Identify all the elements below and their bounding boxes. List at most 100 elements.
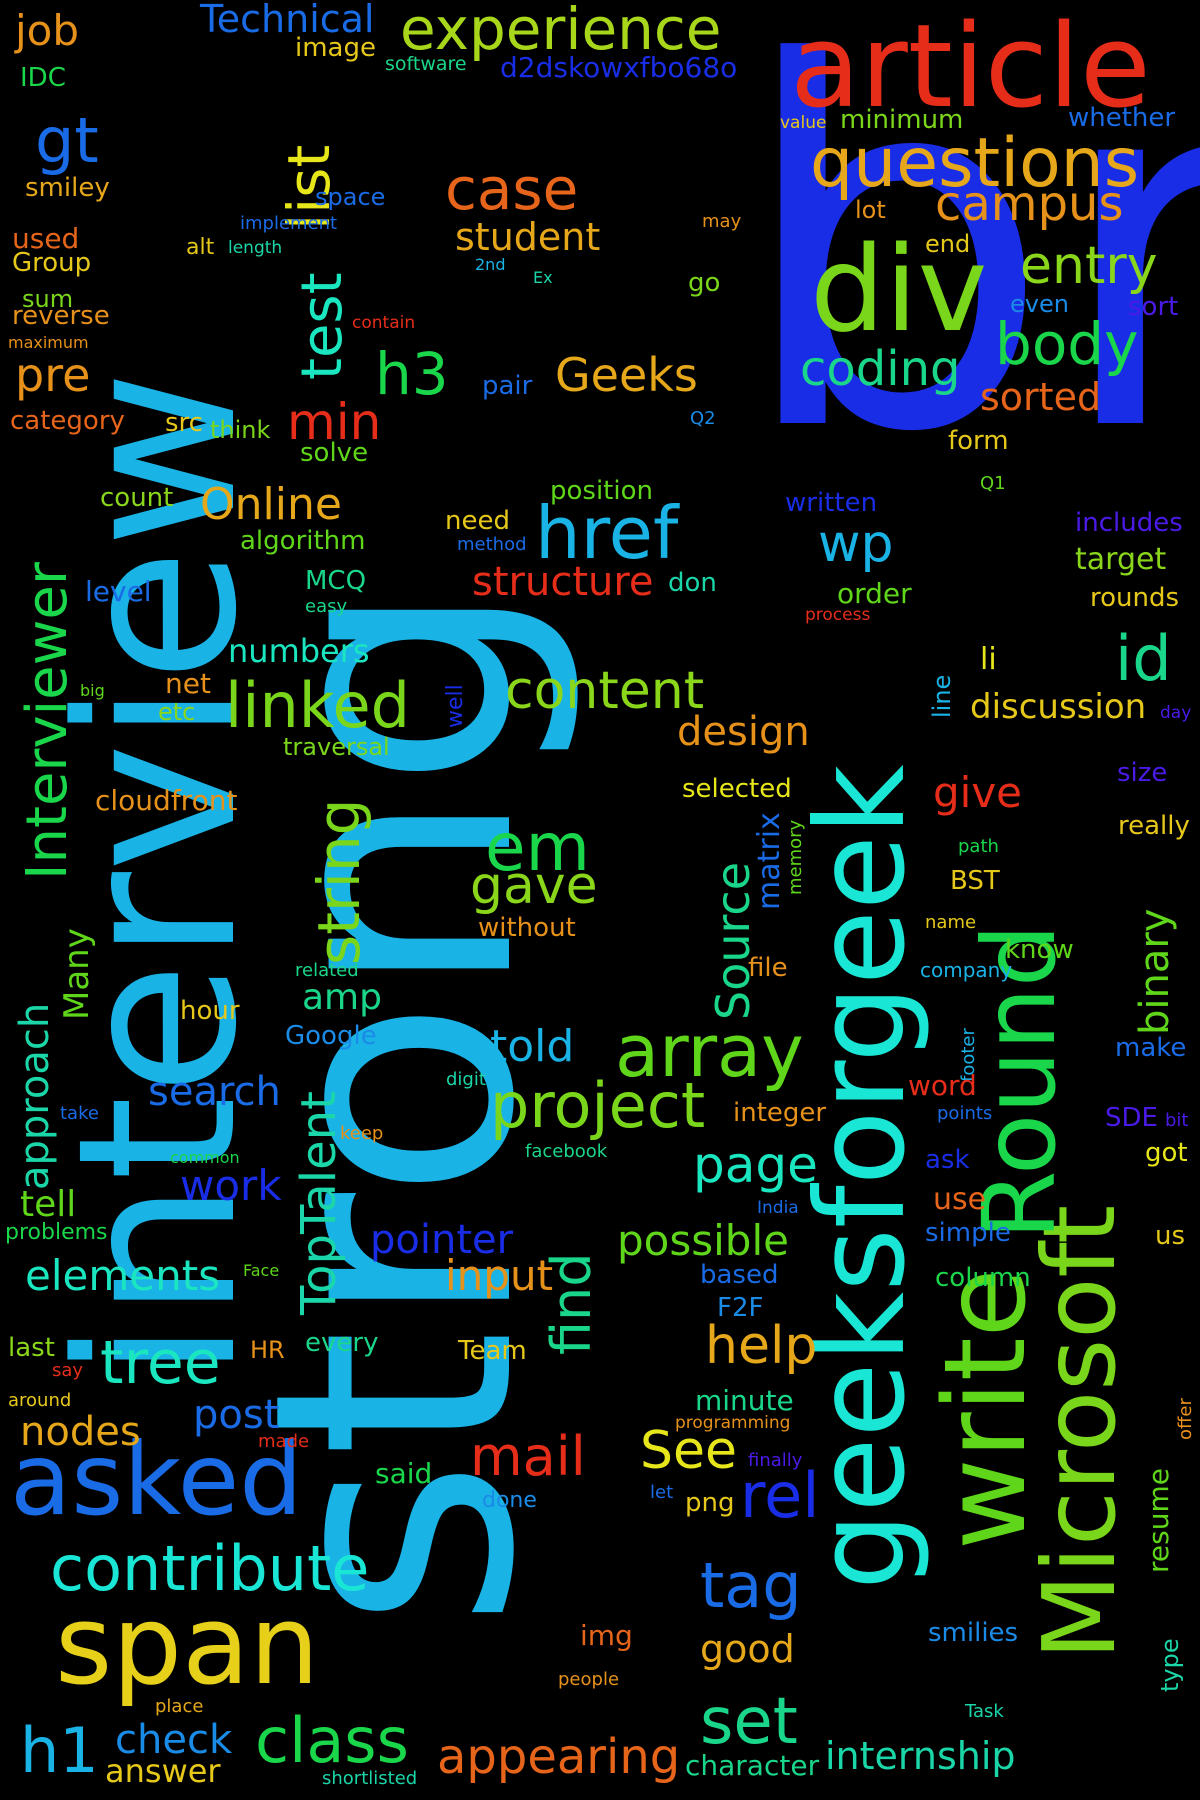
word-algorithm: algorithm bbox=[240, 526, 366, 556]
word-column: column bbox=[935, 1263, 1031, 1293]
word-check: check bbox=[115, 1717, 233, 1763]
word-br: br bbox=[735, 0, 1200, 541]
word-job: job bbox=[15, 6, 80, 55]
word-binary: binary bbox=[1132, 908, 1178, 1035]
word-post: post bbox=[193, 1392, 280, 1438]
word-cloudfront: cloudfront bbox=[95, 784, 238, 817]
word-pair: pair bbox=[482, 371, 533, 401]
word-integer: integer bbox=[733, 1098, 827, 1128]
word-implement: implement bbox=[240, 213, 338, 234]
word-online: Online bbox=[200, 479, 342, 530]
word-technical: Technical bbox=[200, 0, 375, 41]
word-tree: tree bbox=[100, 1328, 221, 1398]
word-place: place bbox=[155, 1696, 204, 1717]
word-need: need bbox=[445, 506, 510, 536]
word-pre: pre bbox=[15, 348, 91, 402]
word-work: work bbox=[180, 1161, 282, 1210]
word-really: really bbox=[1118, 811, 1190, 841]
word-size: size bbox=[1117, 758, 1168, 788]
word-done: done bbox=[482, 1488, 537, 1513]
word-geeks: Geeks bbox=[555, 348, 698, 402]
word-big: big bbox=[80, 681, 105, 700]
word-level: level bbox=[85, 575, 152, 608]
word-resume: resume bbox=[1142, 1468, 1175, 1573]
word-sum: sum bbox=[22, 285, 74, 313]
word-wp: wp bbox=[818, 514, 894, 574]
word-q1: Q1 bbox=[980, 473, 1006, 494]
word-src: src bbox=[165, 408, 203, 438]
word-structure: structure bbox=[472, 559, 654, 605]
word-facebook: facebook bbox=[525, 1141, 608, 1162]
word-digit: digit bbox=[446, 1069, 486, 1090]
word-matrix: matrix bbox=[752, 812, 787, 910]
word-day: day bbox=[1160, 703, 1192, 723]
word-take: take bbox=[60, 1103, 99, 1124]
word-file: file bbox=[748, 953, 788, 983]
word-maximum: maximum bbox=[8, 333, 89, 352]
word-em: em bbox=[485, 809, 590, 886]
word-good: good bbox=[700, 1627, 795, 1671]
word-around: around bbox=[8, 1390, 72, 1411]
word-mail: mail bbox=[470, 1425, 586, 1488]
word-net: net bbox=[165, 667, 211, 700]
word-memory: memory bbox=[785, 819, 806, 895]
word-answer: answer bbox=[105, 1752, 221, 1790]
word-possible: possible bbox=[617, 1216, 789, 1265]
word-min: min bbox=[287, 393, 382, 451]
word-path: path bbox=[958, 836, 999, 857]
word-interviewer: Interviewer bbox=[15, 562, 80, 880]
word-ex: Ex bbox=[533, 268, 553, 287]
word-us: us bbox=[1155, 1221, 1186, 1251]
word-nodes: nodes bbox=[20, 1409, 141, 1455]
word-content: content bbox=[505, 661, 705, 721]
word-linked: linked bbox=[225, 669, 410, 742]
word-search: search bbox=[148, 1069, 281, 1115]
word-points: points bbox=[937, 1103, 993, 1124]
word-sorted: sorted bbox=[980, 375, 1102, 419]
word-test: test bbox=[290, 272, 355, 380]
word-lot: lot bbox=[855, 196, 886, 224]
word-method: method bbox=[457, 534, 527, 555]
word-numbers: numbers bbox=[228, 632, 370, 670]
word-think: think bbox=[210, 416, 271, 444]
word-target: target bbox=[1075, 542, 1167, 577]
word-finally: finally bbox=[748, 1450, 803, 1471]
word-discussion: discussion bbox=[970, 687, 1147, 727]
word-elements: elements bbox=[25, 1251, 221, 1300]
word-based: based bbox=[700, 1260, 779, 1290]
word-reverse: reverse bbox=[12, 301, 110, 331]
word-ask: ask bbox=[925, 1145, 970, 1175]
word-give: give bbox=[933, 768, 1023, 817]
word-may: may bbox=[702, 211, 742, 232]
word-div: div bbox=[810, 220, 988, 358]
word-used: used bbox=[12, 222, 80, 255]
word-group: Group bbox=[12, 248, 92, 278]
word-gave: gave bbox=[470, 856, 598, 916]
word-every: every bbox=[305, 1328, 379, 1358]
word-say: say bbox=[52, 1360, 84, 1381]
word-go: go bbox=[688, 268, 721, 298]
word-sort: sort bbox=[1128, 292, 1179, 322]
word-entry: entry bbox=[1020, 236, 1158, 296]
word-people: people bbox=[558, 1669, 620, 1690]
word-contribute: contribute bbox=[50, 1532, 370, 1605]
word-company: company bbox=[920, 958, 1013, 982]
word-whether: whether bbox=[1068, 103, 1176, 133]
word-approach: approach bbox=[12, 1002, 58, 1190]
word-body: body bbox=[995, 310, 1139, 378]
word-made: made bbox=[258, 1431, 310, 1452]
word-includes: includes bbox=[1075, 508, 1183, 538]
word-tell: tell bbox=[20, 1184, 77, 1225]
word-contain: contain bbox=[352, 313, 416, 333]
word-image: image bbox=[295, 33, 376, 63]
word-said: said bbox=[375, 1457, 433, 1490]
word-offer: offer bbox=[1175, 1398, 1196, 1440]
word-written: written bbox=[785, 488, 878, 518]
word-related: related bbox=[295, 960, 359, 981]
word-questions: questions bbox=[810, 124, 1140, 203]
word-2nd: 2nd bbox=[475, 255, 506, 274]
word-png: png bbox=[685, 1488, 735, 1518]
word-coding: coding bbox=[800, 341, 961, 397]
word-name: name bbox=[925, 912, 977, 933]
